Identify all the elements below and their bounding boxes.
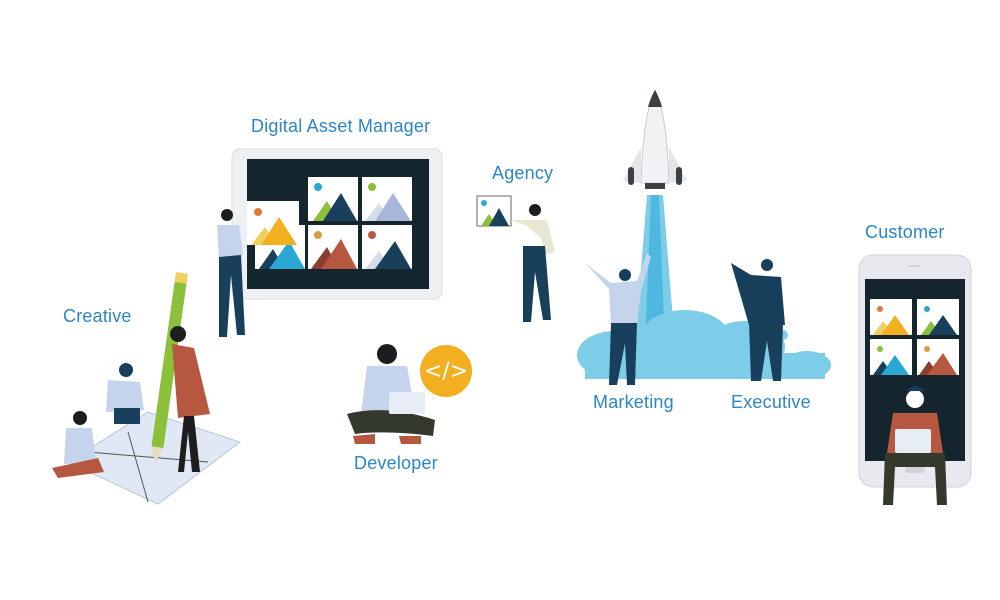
label-customer: Customer [865, 222, 945, 242]
code-glyph: </> [423, 358, 469, 384]
image-thumbnail-icon [308, 177, 358, 221]
label-creative: Creative [63, 306, 132, 326]
code-badge-icon: </> [420, 345, 472, 397]
label-executive: Executive [731, 392, 811, 412]
label-marketing: Marketing [593, 392, 674, 412]
agency-illustration [475, 190, 565, 325]
developer-illustration [345, 340, 475, 450]
customer-illustration [855, 253, 975, 513]
dam-illustration [205, 145, 445, 345]
label-developer: Developer [354, 453, 438, 473]
creative-illustration [28, 272, 248, 507]
label-digital-asset-manager: Digital Asset Manager [251, 116, 431, 136]
rocket-launch-illustration [575, 85, 835, 385]
label-agency: Agency [492, 163, 554, 183]
